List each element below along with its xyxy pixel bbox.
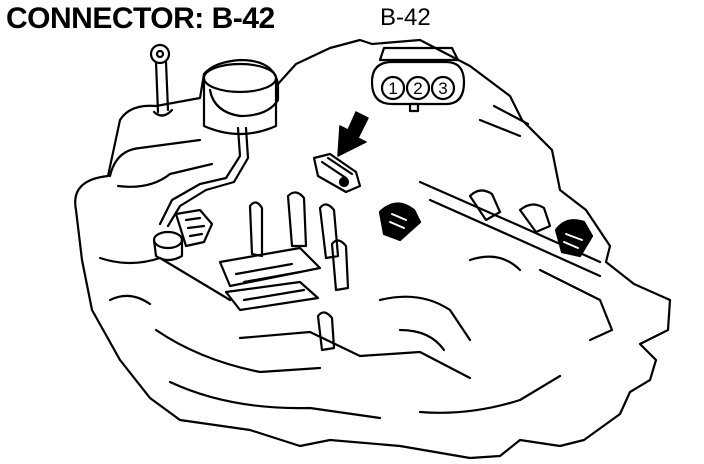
pin-1-label: 1: [388, 79, 397, 98]
lower-engine-details: [108, 255, 522, 352]
pin-2-label: 2: [413, 79, 422, 98]
secondary-connector: [378, 202, 422, 242]
intake-runners: [218, 191, 350, 352]
diagram-title: CONNECTOR: B-42: [6, 2, 275, 35]
dipstick: [149, 43, 174, 117]
pin-2: 2: [405, 75, 431, 101]
connector-callout-label: B-42: [380, 4, 431, 31]
right-side-pipes: [418, 104, 614, 342]
connector-face: 1 2 3: [370, 46, 466, 113]
pin-3-label: 3: [438, 79, 447, 98]
pin-1: 1: [380, 75, 406, 101]
left-sensor: [152, 208, 214, 262]
reservoir-canister: [158, 62, 278, 228]
pin-3: 3: [430, 75, 456, 101]
target-connector: [312, 152, 362, 194]
location-arrow: [337, 111, 369, 157]
engine-body-outline: [74, 38, 672, 460]
